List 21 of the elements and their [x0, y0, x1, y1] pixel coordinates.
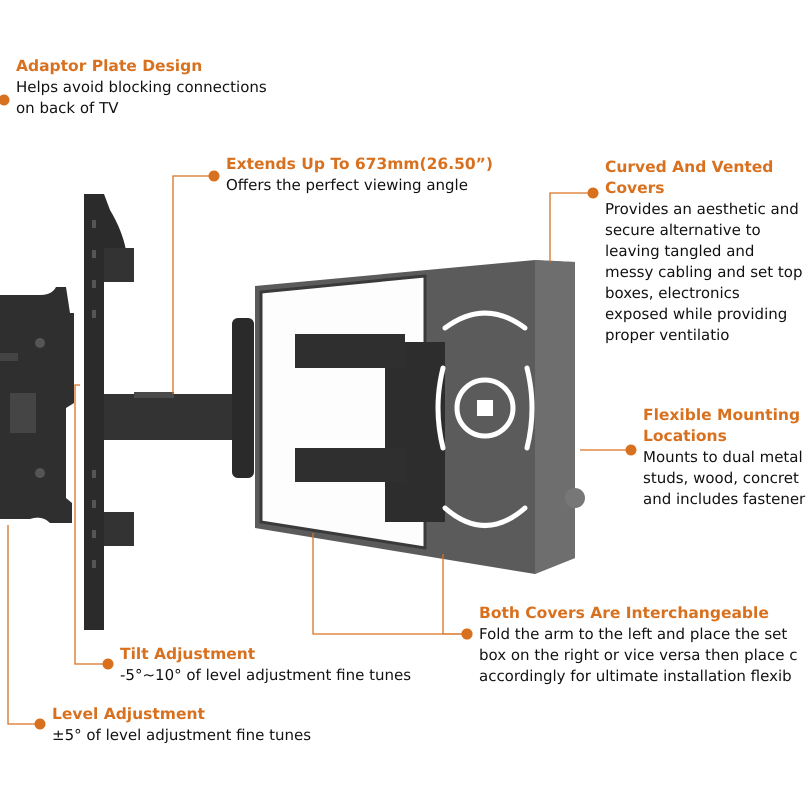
- callout-heading: Extends Up To 673mm(26.50”): [226, 154, 494, 175]
- leader-line: [0, 94, 10, 106]
- callout-heading: Flexible Mounting Locations: [643, 405, 802, 447]
- callout-text: Fold the arm to the left and place the set box on the right or vice versa then place c accordingly for ultimate installation flexib: [479, 624, 798, 687]
- callout-heading: Curved And Vented Covers: [605, 157, 774, 199]
- leader-line: [580, 444, 636, 456]
- callout-heading: Tilt Adjustment: [120, 644, 256, 665]
- leader-line: [74, 384, 114, 670]
- leader-line: [7, 525, 46, 730]
- callout-text: -5°~10° of level adjustment fine tunes: [120, 665, 412, 686]
- callout-text: Offers the perfect viewing angle: [226, 175, 469, 196]
- callout-heading: Adaptor Plate Design: [16, 56, 204, 77]
- callout-heading: Level Adjustment: [52, 704, 206, 725]
- callout-text: Helps avoid blocking connections on back of TV: [16, 77, 268, 119]
- callout-text: Mounts to dual metal studs, wood, concret and includes fastener: [643, 447, 806, 510]
- leader-line: [549, 188, 598, 262]
- callout-heading: Both Covers Are Interchangeable: [479, 603, 770, 624]
- callout-text: ±5° of level adjustment fine tunes: [52, 725, 312, 746]
- leader-line: [172, 170, 220, 394]
- leader-line: [442, 554, 472, 640]
- callout-text: Provides an aesthetic and secure alternative to leaving tangled and messy cabling and set top boxes, electronics exposed while providing proper ventilatio: [605, 199, 804, 346]
